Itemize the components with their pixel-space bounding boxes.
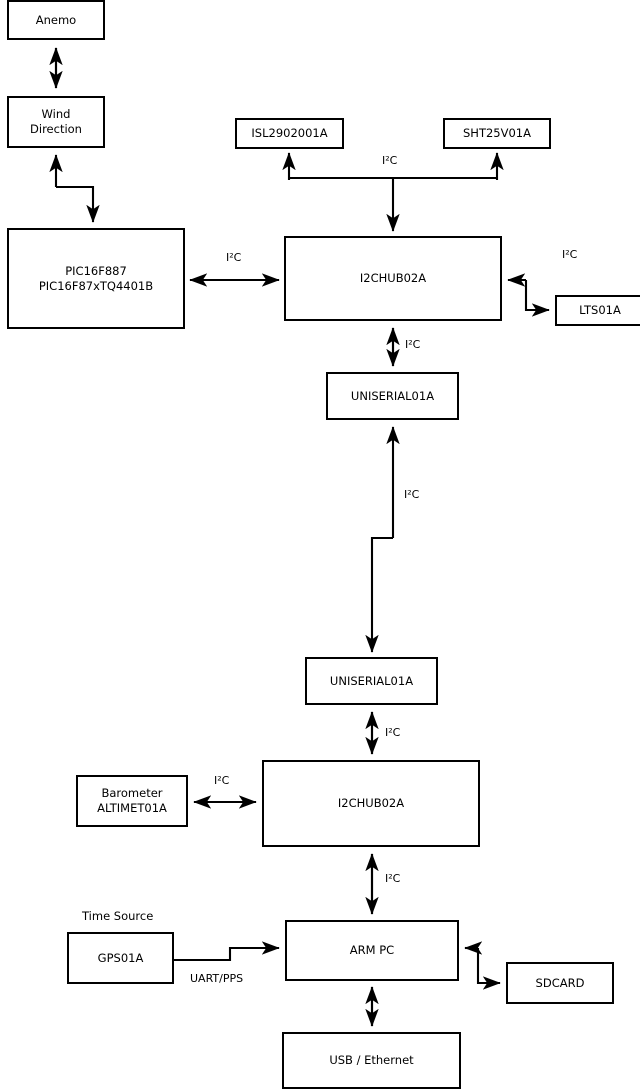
label-time-source: Time Source <box>82 909 154 923</box>
edge-label-hub-lts: I²C <box>562 248 578 261</box>
node-sht25v01a[interactable]: SHT25V01A <box>443 118 551 149</box>
node-usb-ethernet[interactable]: USB / Ethernet <box>282 1032 461 1089</box>
edge-label-uniserial-uniserial: I²C <box>404 488 420 501</box>
edge-uni-uni-down <box>365 536 393 653</box>
edge-wind-pic-step <box>56 185 100 223</box>
edge-gps-arm <box>174 941 280 962</box>
edge-hub-lts <box>524 280 550 317</box>
node-i2chub02a-bottom[interactable]: I2CHUB02A <box>262 760 480 847</box>
edge-label-uniserial-hub2: I²C <box>385 726 401 739</box>
edge-arm-sdcard <box>476 948 501 990</box>
node-anemo[interactable]: Anemo <box>7 0 105 40</box>
node-barometer-altimet01a[interactable]: Barometer ALTIMET01A <box>76 775 188 827</box>
edge-label-pic-hub: I²C <box>226 251 242 264</box>
node-wind-direction[interactable]: Wind Direction <box>7 96 105 148</box>
edge-label-uart-pps: UART/PPS <box>190 972 244 985</box>
node-lts01a[interactable]: LTS01A <box>555 295 640 326</box>
node-i2chub02a-top[interactable]: I2CHUB02A <box>284 236 502 321</box>
edge-label-hub-uniserial: I²C <box>405 338 421 351</box>
node-gps01a[interactable]: GPS01A <box>67 932 174 984</box>
node-arm-pc[interactable]: ARM PC <box>285 920 459 981</box>
edge-label-sensor-bus: I²C <box>382 154 398 167</box>
node-sdcard[interactable]: SDCARD <box>506 962 614 1004</box>
node-uniserial01a-bottom[interactable]: UNISERIAL01A <box>305 657 438 705</box>
edge-label-barometer-hub2: I²C <box>214 774 230 787</box>
edge-label-hub2-armpc: I²C <box>385 872 401 885</box>
node-isl2902001a[interactable]: ISL2902001A <box>235 118 344 149</box>
node-uniserial01a-top[interactable]: UNISERIAL01A <box>326 372 459 420</box>
node-pic16f887[interactable]: PIC16F887 PIC16F87xTQ4401B <box>7 228 185 329</box>
